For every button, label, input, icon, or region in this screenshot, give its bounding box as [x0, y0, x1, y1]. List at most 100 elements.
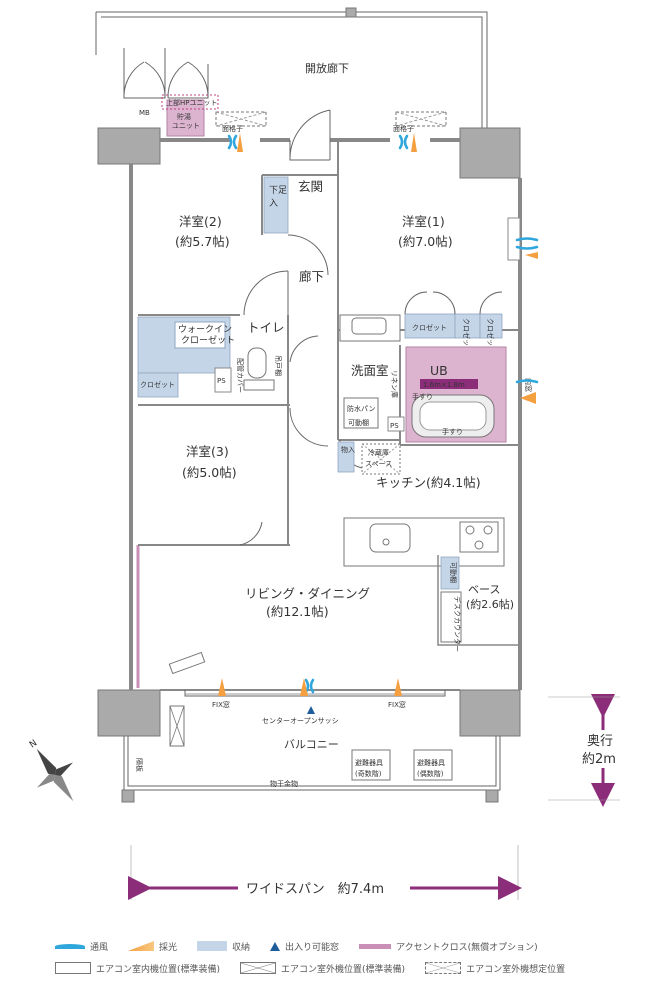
evac-even-label-2: (偶数階) — [417, 769, 444, 778]
kitchen-sink — [369, 523, 411, 553]
railing-post — [345, 7, 357, 18]
closet-left-label: クロゼット — [140, 380, 175, 389]
closet-left — [137, 372, 179, 398]
evac-even-label-1: 避難器具 — [417, 758, 445, 767]
vanity-sink — [351, 317, 387, 335]
base-shelf — [440, 556, 460, 590]
room1-name: 洋室(1) — [402, 214, 445, 229]
living-name: リビング・ダイニング — [245, 586, 370, 601]
ub-size-label: 1.6m×1.8m — [423, 381, 465, 389]
legend-ac-outdoor: エアコン室外機位置(標準装備) — [240, 962, 405, 975]
fix-left-label: FIX窓 — [212, 700, 230, 709]
bathtub-inner — [419, 401, 487, 431]
fix-right-label: FIX窓 — [388, 700, 406, 709]
daylight-icon — [128, 941, 155, 951]
ub-label: UB — [430, 363, 448, 378]
evac-odd-label-1: 避難器具 — [355, 758, 383, 767]
compass-icon — [36, 748, 74, 802]
linen-label: リネン庫 — [390, 370, 399, 398]
access-triangle-icon — [270, 941, 281, 951]
shoe-label-1: 下足 — [269, 185, 287, 196]
grille-right-label: 面格子 — [393, 124, 414, 133]
toilet-tank — [243, 379, 275, 391]
storage-in — [337, 441, 355, 473]
washer-pan — [343, 397, 379, 429]
ac-outdoor-left — [215, 111, 267, 127]
shoe-label-2: 入 — [269, 198, 278, 209]
closet-r3 — [479, 313, 503, 339]
hallway-label: 廊下 — [299, 269, 324, 284]
room3-name: 洋室(3) — [186, 444, 229, 459]
legend-accent: アクセントクロス(無償オプション) — [359, 940, 538, 953]
evac-even-box — [413, 749, 453, 781]
ub-size-bg — [420, 379, 478, 389]
balcony-post-right — [485, 789, 499, 803]
wic-label-2: クローゼット — [181, 334, 235, 346]
legend-ac-indoor: エアコン室内機位置(標準装備) — [55, 962, 220, 975]
depth-label-2: 約2m — [582, 752, 616, 767]
legend: 通風 採光 収納 出入り可能窓 アクセントクロス(無償オプション) エアコン室内… — [55, 938, 645, 994]
inner-window-label: 内窓 — [524, 378, 533, 392]
entrance-label: 玄関 — [298, 179, 323, 194]
water-heater-label-1: 貯湯 — [177, 112, 191, 121]
hp-unit-outline — [161, 94, 219, 110]
legend-ac-indoor-label: エアコン室内機位置(標準装備) — [96, 964, 221, 975]
water-heater-unit — [166, 99, 205, 137]
accent-cross-swatch — [359, 943, 392, 949]
fridge-space — [361, 443, 401, 475]
base-shelf-label: 可動棚 — [449, 562, 458, 583]
balcony-window-line — [184, 690, 446, 697]
ac-outdoor-right — [395, 111, 447, 127]
depth-label-1: 奥行 — [587, 734, 613, 749]
closet-r3-label: クロゼット — [486, 318, 495, 353]
ac-indoor-icon — [55, 962, 91, 974]
water-heater-label-2: ユニット — [172, 122, 200, 130]
balcony-label: バルコニー — [284, 738, 339, 751]
room2-size: (約5.7帖) — [175, 234, 230, 249]
wide-span-label: ワイドスパン 約7.4m — [246, 882, 384, 897]
kitchen-label: キッチン(約4.1帖) — [376, 475, 481, 490]
pan-label: 防水パン — [347, 404, 375, 413]
closet-r2 — [454, 313, 481, 339]
legend-ac-planned: エアコン室外機想定位置 — [425, 962, 565, 975]
access-marker — [307, 706, 315, 714]
storage-in-label: 物入 — [341, 445, 355, 454]
living-size: (約12.1帖) — [266, 604, 329, 619]
walk-in-closet-inner — [174, 321, 226, 349]
legend-daylight-label: 採光 — [159, 942, 178, 953]
mb-label: MB — [139, 109, 150, 117]
ac-outdoor-icon — [240, 962, 277, 974]
grille-left-label: 面格子 — [222, 124, 243, 133]
drying-label: 物干金物 — [270, 779, 298, 788]
legend-accent-label: アクセントクロス(無償オプション) — [396, 942, 538, 953]
ps-left — [214, 367, 232, 393]
corridor-railing — [95, 11, 488, 140]
toilet-bowl — [247, 347, 267, 379]
ventilation-icon — [55, 943, 85, 949]
corridor-label: 開放廊下 — [305, 61, 349, 75]
legend-storage-label: 収納 — [232, 942, 251, 953]
legend-ac-planned-label: エアコン室外機想定位置 — [466, 964, 566, 975]
storage-swatch — [197, 941, 228, 951]
compass-n-label: N — [28, 738, 39, 750]
closet-r1-label: クロゼット — [412, 323, 447, 332]
hanging-shelf-label: 吊戸棚 — [274, 355, 283, 376]
legend-ventilation: 通風 — [55, 940, 108, 953]
balcony-post-left — [121, 789, 135, 803]
wic-label-1: ウォークイン — [178, 324, 232, 335]
ac-outdoor-planned-icon — [425, 962, 462, 974]
legend-ac-outdoor-label: エアコン室外機位置(標準装備) — [281, 964, 406, 975]
entrance-door — [289, 109, 331, 161]
desk-counter-label: デスクカウンター — [453, 596, 462, 652]
toilet-label: トイレ — [247, 320, 285, 335]
closet-r2-label: クロゼット — [462, 318, 471, 353]
legend-daylight: 採光 — [128, 940, 177, 953]
ps-right-label: PS — [390, 422, 399, 430]
shoe-storage — [263, 176, 289, 234]
handrail-label-2: 手すり — [442, 427, 463, 436]
handrail-label-1: 手すり — [412, 392, 433, 401]
room2-name: 洋室(2) — [179, 214, 222, 229]
desk-counter — [440, 591, 462, 643]
base-size-label: (約2.6帖) — [466, 597, 514, 611]
washroom-label: 洗面室 — [351, 363, 389, 378]
